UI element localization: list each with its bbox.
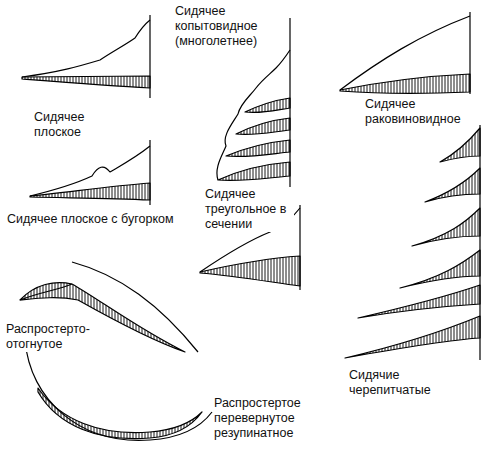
- shape-label: Сидячее треугольное в сечении: [204, 187, 294, 232]
- shape-label: Сидячее плоское: [33, 110, 103, 140]
- shape-label: Сидячее копытовидное (многолетнее): [174, 4, 276, 49]
- shape-label: Сидячее плоское с бугорком: [6, 212, 175, 227]
- shape-label: Сидячее раковиновидное: [364, 97, 452, 127]
- shape-label: Распростерто-отогнутое: [5, 322, 93, 352]
- shape-label: Распростертое перевернутое резупинатное: [213, 396, 315, 441]
- shape-label: Сидячие черепитчатые: [348, 368, 440, 398]
